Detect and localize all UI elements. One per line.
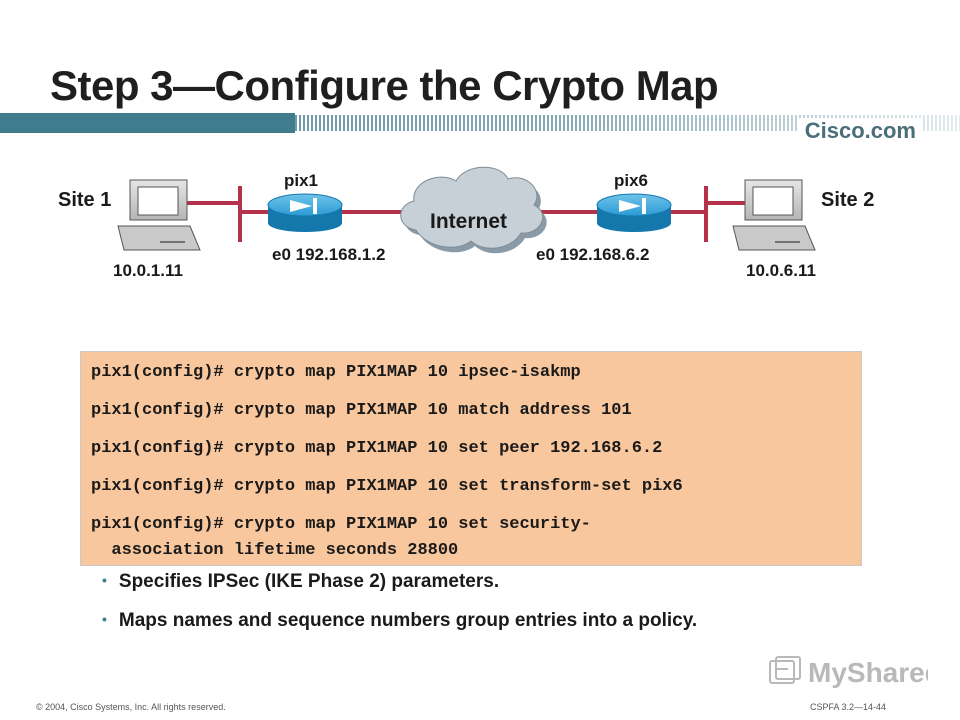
site-2-label: Site 2 [821,189,875,211]
bullet-item: • Specifies IPSec (IKE Phase 2) parameter… [102,571,499,593]
slide-title: Step 3—Configure the Crypto Map [50,62,719,109]
watermark-text: MyShared [808,657,928,688]
header-bar-stripes [295,115,960,131]
copyright-footer: © 2004, Cisco Systems, Inc. All rights r… [36,702,226,712]
pix6-router-icon [596,193,672,232]
network-diagram [117,166,816,254]
pix6-interface-label: e0 192.168.6.2 [536,245,650,264]
pix1-label: pix1 [284,171,319,190]
code-line: pix1(config)# crypto map PIX1MAP 10 ipse… [91,363,581,382]
code-line: pix1(config)# crypto map PIX1MAP 10 matc… [91,401,632,420]
bullet-dot-icon: • [102,611,107,627]
bullet-text: Maps names and sequence numbers group en… [118,610,698,631]
course-code-footer: CSPFA 3.2—14-44 [810,702,887,712]
computer-1-icon [117,179,201,251]
site-1-label: Site 1 [58,189,112,211]
code-line: association lifetime seconds 28800 [91,541,459,560]
config-code-block: pix1(config)# crypto map PIX1MAP 10 ipse… [80,351,862,566]
pix1-router-icon [267,193,343,232]
myshared-watermark: MyShared [768,655,942,694]
host-1-ip-label: 10.0.1.11 [113,261,183,280]
internet-cloud-icon [400,166,547,254]
bullet-dot-icon: • [102,572,107,588]
brand-logo: Cisco.com [798,118,922,144]
code-line: pix1(config)# crypto map PIX1MAP 10 set … [91,515,591,534]
pix1-interface-label: e0 192.168.1.2 [272,245,386,264]
host-2-ip-label: 10.0.6.11 [746,261,816,280]
pix6-label: pix6 [614,171,649,190]
bullet-text: Specifies IPSec (IKE Phase 2) parameters… [118,571,500,592]
bullet-item: • Maps names and sequence numbers group e… [102,610,697,632]
code-line: pix1(config)# crypto map PIX1MAP 10 set … [91,477,683,496]
header-bar [0,113,295,133]
computer-2-icon [732,179,816,251]
code-line: pix1(config)# crypto map PIX1MAP 10 set … [91,439,663,458]
link-lines [185,186,745,242]
internet-label: Internet [430,210,508,233]
